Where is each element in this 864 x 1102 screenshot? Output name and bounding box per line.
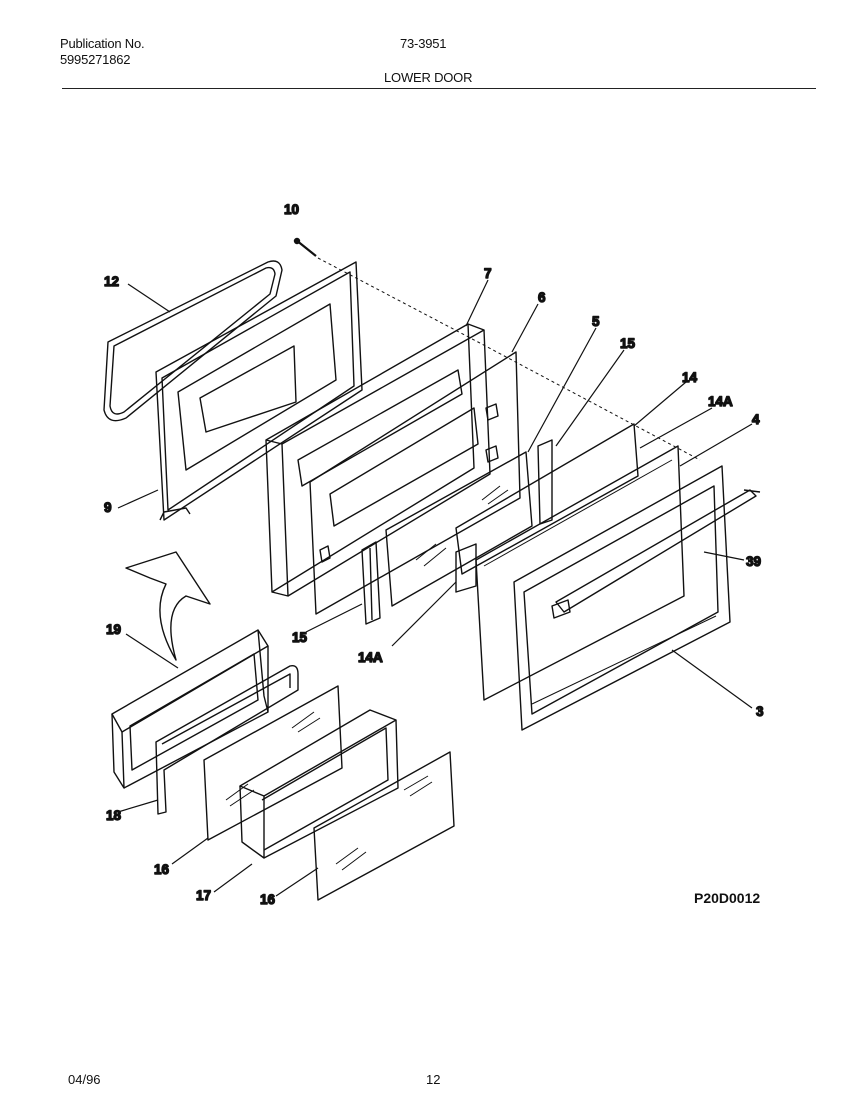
callout-19: 19 — [106, 622, 121, 637]
drawing-code: P20D0012 — [694, 890, 761, 906]
part-12-gasket — [103, 260, 283, 422]
callout-3: 3 — [756, 704, 764, 719]
part-7-insulation — [265, 323, 491, 597]
callout-16-a: 16 — [154, 862, 170, 877]
callout-17: 17 — [196, 888, 211, 903]
publication-number: 5995271862 — [60, 52, 131, 67]
callout-9: 9 — [104, 500, 112, 515]
callout-15-upper: 15 — [620, 336, 636, 351]
section-title: LOWER DOOR — [384, 70, 473, 85]
part-15-hinge-left — [361, 541, 381, 625]
part-16-glass-b — [313, 751, 455, 901]
part-5-inner-glass — [385, 451, 533, 607]
callout-7: 7 — [484, 266, 492, 281]
callout-10: 10 — [284, 202, 299, 217]
part-4-door-panel — [475, 445, 685, 701]
part-16-glass-a — [203, 685, 343, 841]
part-3-outer-frame — [513, 465, 731, 731]
callout-6: 6 — [538, 290, 546, 305]
part-17-spacer — [239, 709, 399, 859]
callout-14: 14 — [682, 370, 698, 385]
callout-15-lower: 15 — [292, 630, 308, 645]
leader-lines — [117, 279, 753, 897]
publication-label: Publication No. — [60, 36, 145, 51]
part-18-channel — [155, 664, 299, 815]
callout-39: 39 — [746, 554, 761, 569]
part-10-screw — [293, 237, 701, 461]
callout-4: 4 — [752, 412, 760, 427]
page-number: 12 — [426, 1072, 441, 1087]
callout-16-b: 16 — [260, 892, 276, 907]
part-9-door-liner — [155, 261, 363, 521]
footer-date: 04/96 — [68, 1072, 101, 1087]
part-6-panel — [309, 351, 521, 615]
callout-14a-left: 14A — [358, 650, 383, 665]
callout-14a-right: 14A — [708, 394, 733, 409]
callout-18: 18 — [106, 808, 122, 823]
callout-5: 5 — [592, 314, 600, 329]
part-19-glass-frame — [111, 629, 269, 789]
part-15-hinge-right — [537, 439, 553, 525]
model-number: 73-3951 — [400, 36, 447, 51]
callout-12: 12 — [104, 274, 119, 289]
part-14-reflector — [455, 423, 639, 593]
direction-arrow — [125, 551, 211, 661]
part-39-handle — [555, 489, 761, 613]
header-rule — [62, 88, 816, 89]
